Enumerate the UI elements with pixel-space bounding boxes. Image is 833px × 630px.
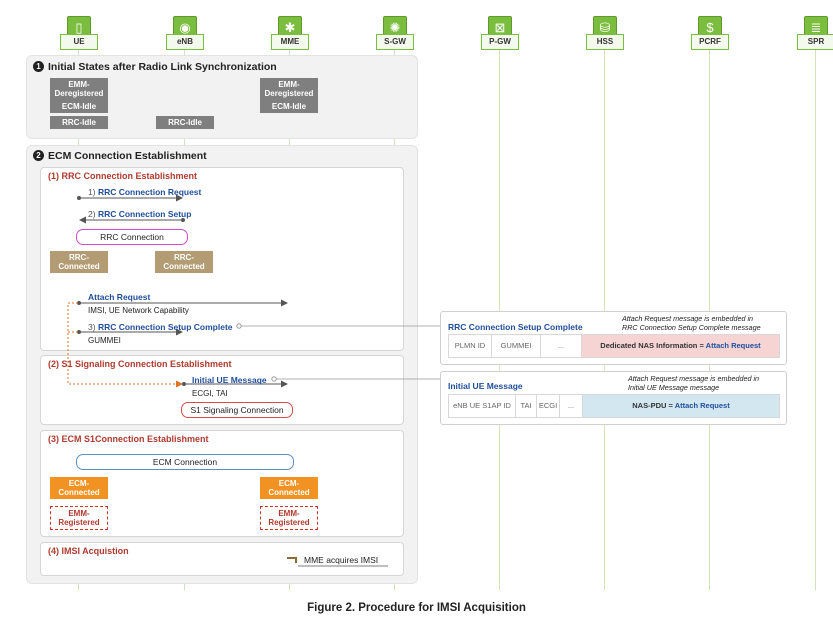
field-enb-ue-s1ap-id: eNB UE S1AP ID <box>449 395 516 417</box>
field-ellipsis-1: ... <box>541 335 582 357</box>
ue-ecm-connected: ECM- Connected <box>50 477 108 499</box>
callout2-title: Initial UE Message <box>448 381 523 391</box>
entity-label-mme: MME <box>271 34 309 50</box>
msg-rrc-connection-setup: 2) RRC Connection Setup <box>88 209 192 219</box>
spr-lifeline <box>815 50 816 590</box>
callout2-fields: eNB UE S1AP ID TAI ECGI ... NAS-PDU = At… <box>448 394 780 418</box>
callout1-fields: PLMN ID GUMMEI ... Dedicated NAS Informa… <box>448 334 780 358</box>
mme-emm-registered: EMM- Registered <box>260 506 318 530</box>
initial-ue-params: ECGI, TAI <box>192 389 228 398</box>
msg-initial-ue-message: Initial UE Message <box>192 375 267 385</box>
mme-emm-deregistered: EMM- Deregistered <box>260 78 318 100</box>
mme-ecm-connected: ECM- Connected <box>260 477 318 499</box>
subsection-imsi-title: (4) IMSI Acquistion <box>48 546 129 556</box>
field-tai: TAI <box>516 395 537 417</box>
entity-label-ue: UE <box>60 34 98 50</box>
field-ellipsis-2: ... <box>560 395 583 417</box>
enb-rrc-connected: RRC- Connected <box>155 251 213 273</box>
imsi-note-marker <box>287 557 297 563</box>
ue-emm-deregistered: EMM- Deregistered <box>50 78 108 100</box>
mme-ecm-idle: ECM-Idle <box>260 100 318 113</box>
entity-label-pcrf: PCRF <box>691 34 729 50</box>
field-dedicated-nas: Dedicated NAS Information = Attach Reque… <box>582 335 779 357</box>
entity-label-pgw: P-GW <box>481 34 519 50</box>
entity-label-spr: SPR <box>797 34 833 50</box>
ue-rrc-idle: RRC-Idle <box>50 116 108 129</box>
entity-label-sgw: S-GW <box>376 34 414 50</box>
callout1-title: RRC Connection Setup Complete <box>448 322 583 332</box>
rrc-setup-complete-params: GUMMEI <box>88 336 121 345</box>
field-nas-pdu: NAS-PDU = Attach Request <box>583 395 779 417</box>
attach-request-params: IMSI, UE Network Capability <box>88 306 189 315</box>
entity-label-enb: eNB <box>166 34 204 50</box>
callout1-note: Attach Request message is embedded in RR… <box>622 314 761 332</box>
subsection-rrc-title: (1) RRC Connection Establishment <box>48 171 198 181</box>
msg-rrc-setup-complete: 3) RRC Connection Setup Complete <box>88 322 233 332</box>
msg-rrc-connection-request: 1) RRC Connection Request <box>88 187 202 197</box>
rrc-connection-bar: RRC Connection <box>76 229 188 245</box>
arrow-nas-forward <box>67 302 183 388</box>
ue-emm-registered: EMM- Registered <box>50 506 108 530</box>
entity-label-hss: HSS <box>586 34 624 50</box>
field-gummei: GUMMEI <box>492 335 541 357</box>
enb-rrc-idle: RRC-Idle <box>156 116 214 129</box>
figure-caption: Figure 2. Procedure for IMSI Acquisition <box>307 602 526 614</box>
msg-attach-request: Attach Request <box>88 292 151 302</box>
subsection-ecm-title: (3) ECM S1Connection Establishment <box>48 434 209 444</box>
ue-ecm-idle: ECM-Idle <box>50 100 108 113</box>
ue-rrc-connected: RRC- Connected <box>50 251 108 273</box>
imsi-note: MME acquires IMSI <box>304 555 379 565</box>
callout2-note: Attach Request message is embedded in In… <box>628 374 760 392</box>
field-plmn-id: PLMN ID <box>449 335 492 357</box>
subsection-imsi <box>40 542 404 576</box>
ecm-connection-bar: ECM Connection <box>76 454 294 470</box>
field-ecgi: ECGI <box>537 395 560 417</box>
s1-signaling-connection-bar: S1 Signaling Connection <box>181 402 293 418</box>
subsection-s1-title: (2) S1 Signaling Connection Establishmen… <box>48 359 232 369</box>
